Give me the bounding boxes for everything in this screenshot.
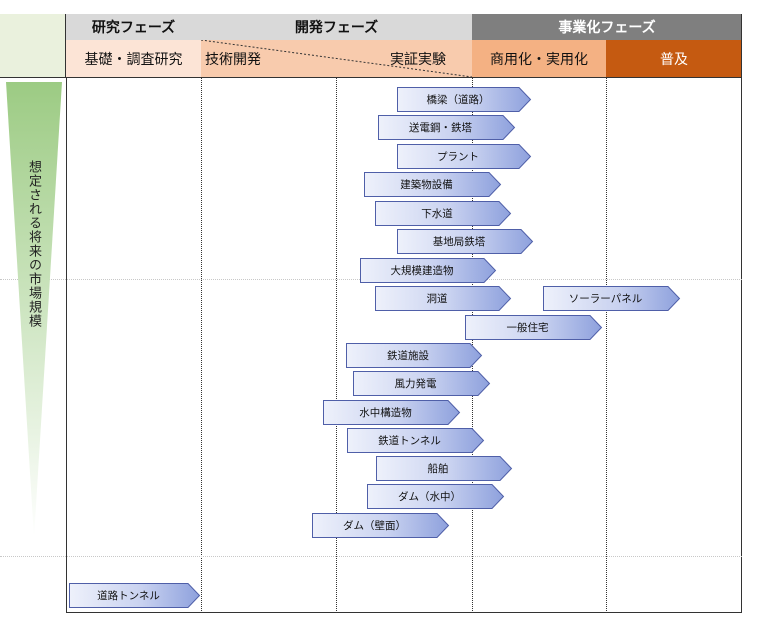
grid-hline-2 (0, 556, 742, 557)
tech-arrow-utility-tunnel: 洞道 (375, 286, 512, 311)
tech-arrow-road-tunnel: 道路トンネル (69, 583, 201, 608)
grid-vline-4 (606, 77, 607, 613)
arrow-shape (397, 229, 534, 254)
tech-label: 建築物設備 (400, 179, 453, 191)
tech-arrow-building-equipment: 建築物設備 (364, 172, 502, 197)
arrow-shape (69, 583, 201, 608)
tech-arrow-railway-tunnel: 鉄道トンネル (347, 428, 485, 453)
tech-label: 水中構造物 (359, 407, 412, 419)
arrow-shape (378, 115, 516, 140)
arrow-shape (375, 201, 512, 226)
grid-vline-1 (201, 77, 202, 613)
arrow-shape (375, 286, 512, 311)
header-bottom-line (0, 77, 742, 78)
tech-arrow-railway-facility: 鉄道施設 (346, 343, 483, 368)
tech-arrow-dam-wall: ダム（壁面） (312, 513, 450, 538)
tech-arrow-ship: 船舶 (376, 456, 513, 481)
phase-research-header: 研究フェーズ (66, 14, 201, 40)
subphase-basic-research: 基礎・調査研究 (66, 40, 201, 77)
arrow-shape (397, 144, 532, 169)
tech-arrow-sewer: 下水道 (375, 201, 512, 226)
subphase-tech-dev: 技術開発 (205, 52, 261, 68)
tech-arrow-plant: プラント (397, 144, 532, 169)
chart-bottom-line (66, 612, 742, 613)
arrow-shape (346, 343, 483, 368)
tech-label: 一般住宅 (506, 322, 549, 334)
arrow-shape (397, 87, 532, 112)
arrow-shape (465, 315, 603, 340)
market-size-triangle (6, 82, 62, 538)
tech-arrow-house: 一般住宅 (465, 315, 603, 340)
grid-vline-2 (336, 77, 337, 613)
subphase-diffusion: 普及 (606, 40, 742, 77)
arrow-shape (360, 258, 497, 283)
tech-arrow-transmission-tower: 送電鋼・鉄塔 (378, 115, 516, 140)
tech-label: 基地局鉄塔 (432, 236, 486, 248)
tech-arrow-bridge: 橋梁（道路） (397, 87, 532, 112)
arrow-shape (353, 371, 491, 396)
tech-arrow-base-station-tower: 基地局鉄塔 (397, 229, 534, 254)
subphase-commercialization: 商用化・実用化 (472, 40, 606, 77)
arrow-shape (347, 428, 485, 453)
tech-label: 道路トンネル (97, 590, 160, 602)
tech-label: 大規模建造物 (390, 265, 454, 277)
arrow-shape (364, 172, 502, 197)
arrow-shape (312, 513, 450, 538)
tech-arrow-wind-power: 風力発電 (353, 371, 491, 396)
tech-label: 送電鋼・鉄塔 (409, 122, 472, 134)
arrow-shape (367, 484, 505, 509)
tech-label: 下水道 (421, 208, 453, 220)
left-frame-line (66, 77, 67, 613)
tech-label: プラント (437, 151, 479, 163)
market-size-label: 想定される将来の市場規模 (26, 160, 41, 328)
tech-label: 橋梁（道路） (426, 94, 490, 106)
subphase-demo: 実証実験 (390, 52, 446, 68)
subphase-development-cell: 技術開発 実証実験 (201, 40, 472, 77)
tech-arrow-underwater-structure: 水中構造物 (323, 400, 461, 425)
tech-arrow-solar-panel: ソーラーパネル (543, 286, 681, 311)
tech-label: ダム（水中） (398, 491, 461, 503)
grid-vline-3 (472, 77, 473, 613)
tech-arrow-dam-underwater: ダム（水中） (367, 484, 505, 509)
tech-label: 風力発電 (394, 378, 437, 390)
tech-label: ダム（壁面） (343, 520, 406, 532)
phase-development-header: 開発フェーズ (201, 14, 472, 40)
diagonal-divider (201, 40, 472, 77)
tech-label: ソーラーパネル (568, 293, 643, 305)
corner-cell (0, 14, 66, 77)
arrow-shape (543, 286, 681, 311)
tech-label: 鉄道トンネル (378, 435, 441, 447)
phase-commercial-header: 事業化フェーズ (472, 14, 742, 40)
tech-label: 船舶 (427, 463, 449, 475)
tech-label: 鉄道施設 (387, 350, 429, 362)
arrow-shape (376, 456, 513, 481)
tech-label: 洞道 (426, 293, 448, 305)
right-frame-line (741, 14, 742, 613)
tech-arrow-large-structure: 大規模建造物 (360, 258, 497, 283)
arrow-shape (323, 400, 461, 425)
